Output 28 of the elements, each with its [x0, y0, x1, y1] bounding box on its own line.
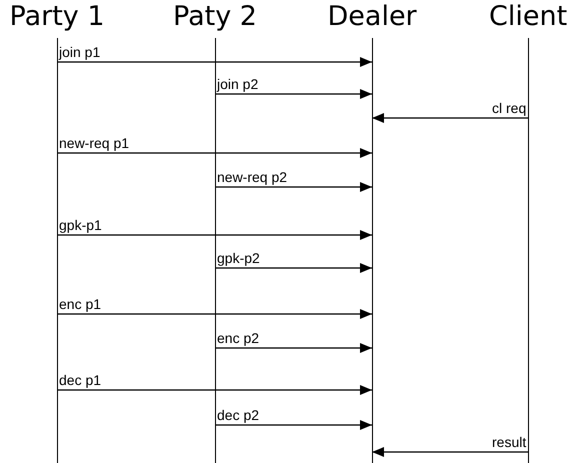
edge-label: enc p2	[216, 330, 260, 346]
participant-label: Client	[489, 0, 568, 34]
edge-label: enc p1	[58, 296, 102, 312]
edge-label: new-req p2	[216, 169, 288, 185]
participant-label: Dealer	[328, 0, 417, 34]
arrow	[57, 148, 372, 158]
edge-label: gpk-p2	[216, 250, 261, 266]
edge-label: result	[491, 434, 528, 450]
arrow	[215, 420, 372, 430]
arrow	[215, 89, 372, 99]
arrow	[215, 263, 372, 273]
arrow	[57, 309, 372, 319]
edge-label: cl req	[491, 100, 528, 116]
edge-label: gpk-p1	[58, 217, 103, 233]
edge-label: dec p2	[216, 407, 260, 423]
edge-label: join p2	[216, 76, 260, 92]
participant-label: Party 1	[10, 0, 105, 34]
participant-label: Paty 2	[173, 0, 257, 34]
arrow	[215, 343, 372, 353]
edge-label: join p1	[58, 44, 102, 60]
edge-label: dec p1	[58, 372, 102, 388]
arrow	[57, 57, 372, 67]
arrow	[372, 447, 528, 457]
arrow	[57, 385, 372, 395]
arrow	[372, 113, 528, 123]
arrow	[215, 182, 372, 192]
edge-label: new-req p1	[58, 135, 130, 151]
arrow	[57, 230, 372, 240]
